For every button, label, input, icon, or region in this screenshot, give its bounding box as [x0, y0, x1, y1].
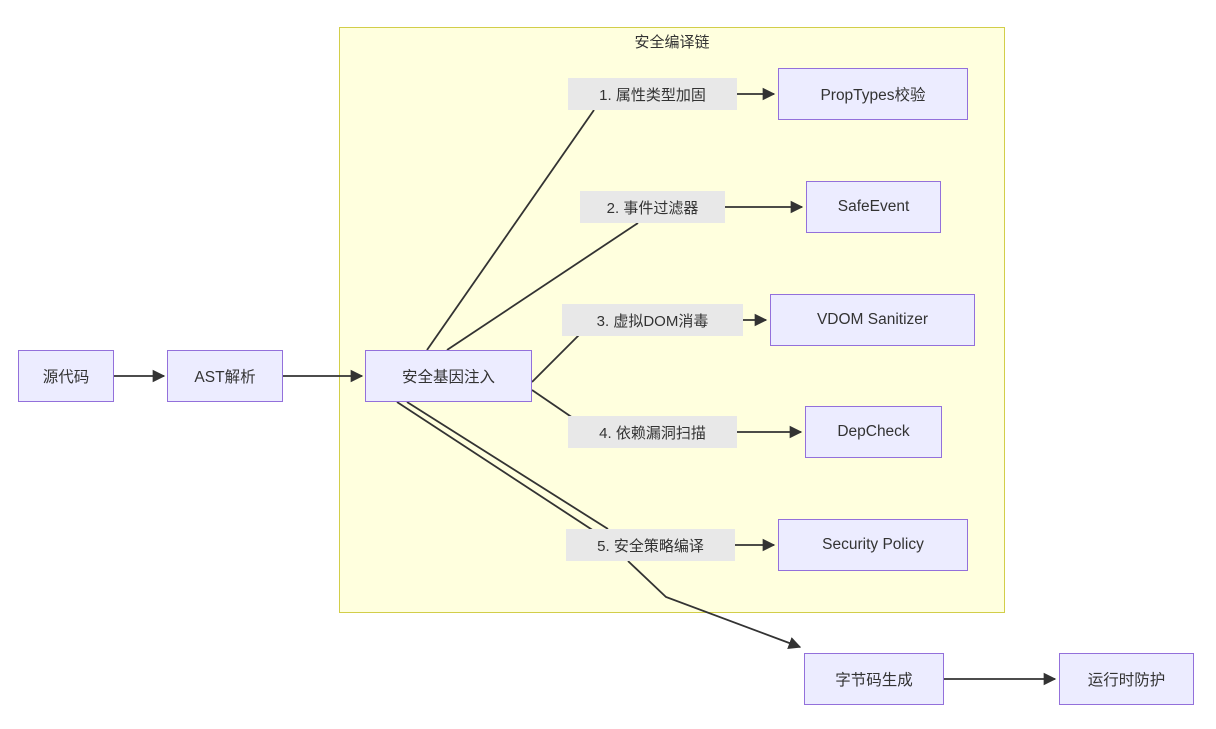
node-ast-parse[interactable]: AST解析 [167, 350, 283, 402]
edge-label-prop-type-hardening: 1. 属性类型加固 [568, 78, 737, 110]
node-depcheck[interactable]: DepCheck [805, 406, 942, 458]
node-security-gene-inject[interactable]: 安全基因注入 [365, 350, 532, 402]
edge-label-dependency-scan: 4. 依赖漏洞扫描 [568, 416, 737, 448]
node-bytecode-generate[interactable]: 字节码生成 [804, 653, 944, 705]
node-runtime-protection[interactable]: 运行时防护 [1059, 653, 1194, 705]
node-vdom-sanitizer[interactable]: VDOM Sanitizer [770, 294, 975, 346]
node-security-policy[interactable]: Security Policy [778, 519, 968, 571]
subgraph-title: 安全编译链 [634, 34, 710, 51]
edge-label-event-filter: 2. 事件过滤器 [580, 191, 725, 223]
node-safeevent[interactable]: SafeEvent [806, 181, 941, 233]
edge-label-security-policy-compile: 5. 安全策略编译 [566, 529, 735, 561]
edge-label-vdom-sanitize: 3. 虚拟DOM消毒 [562, 304, 743, 336]
node-proptypes-validate[interactable]: PropTypes校验 [778, 68, 968, 120]
node-source-code[interactable]: 源代码 [18, 350, 114, 402]
